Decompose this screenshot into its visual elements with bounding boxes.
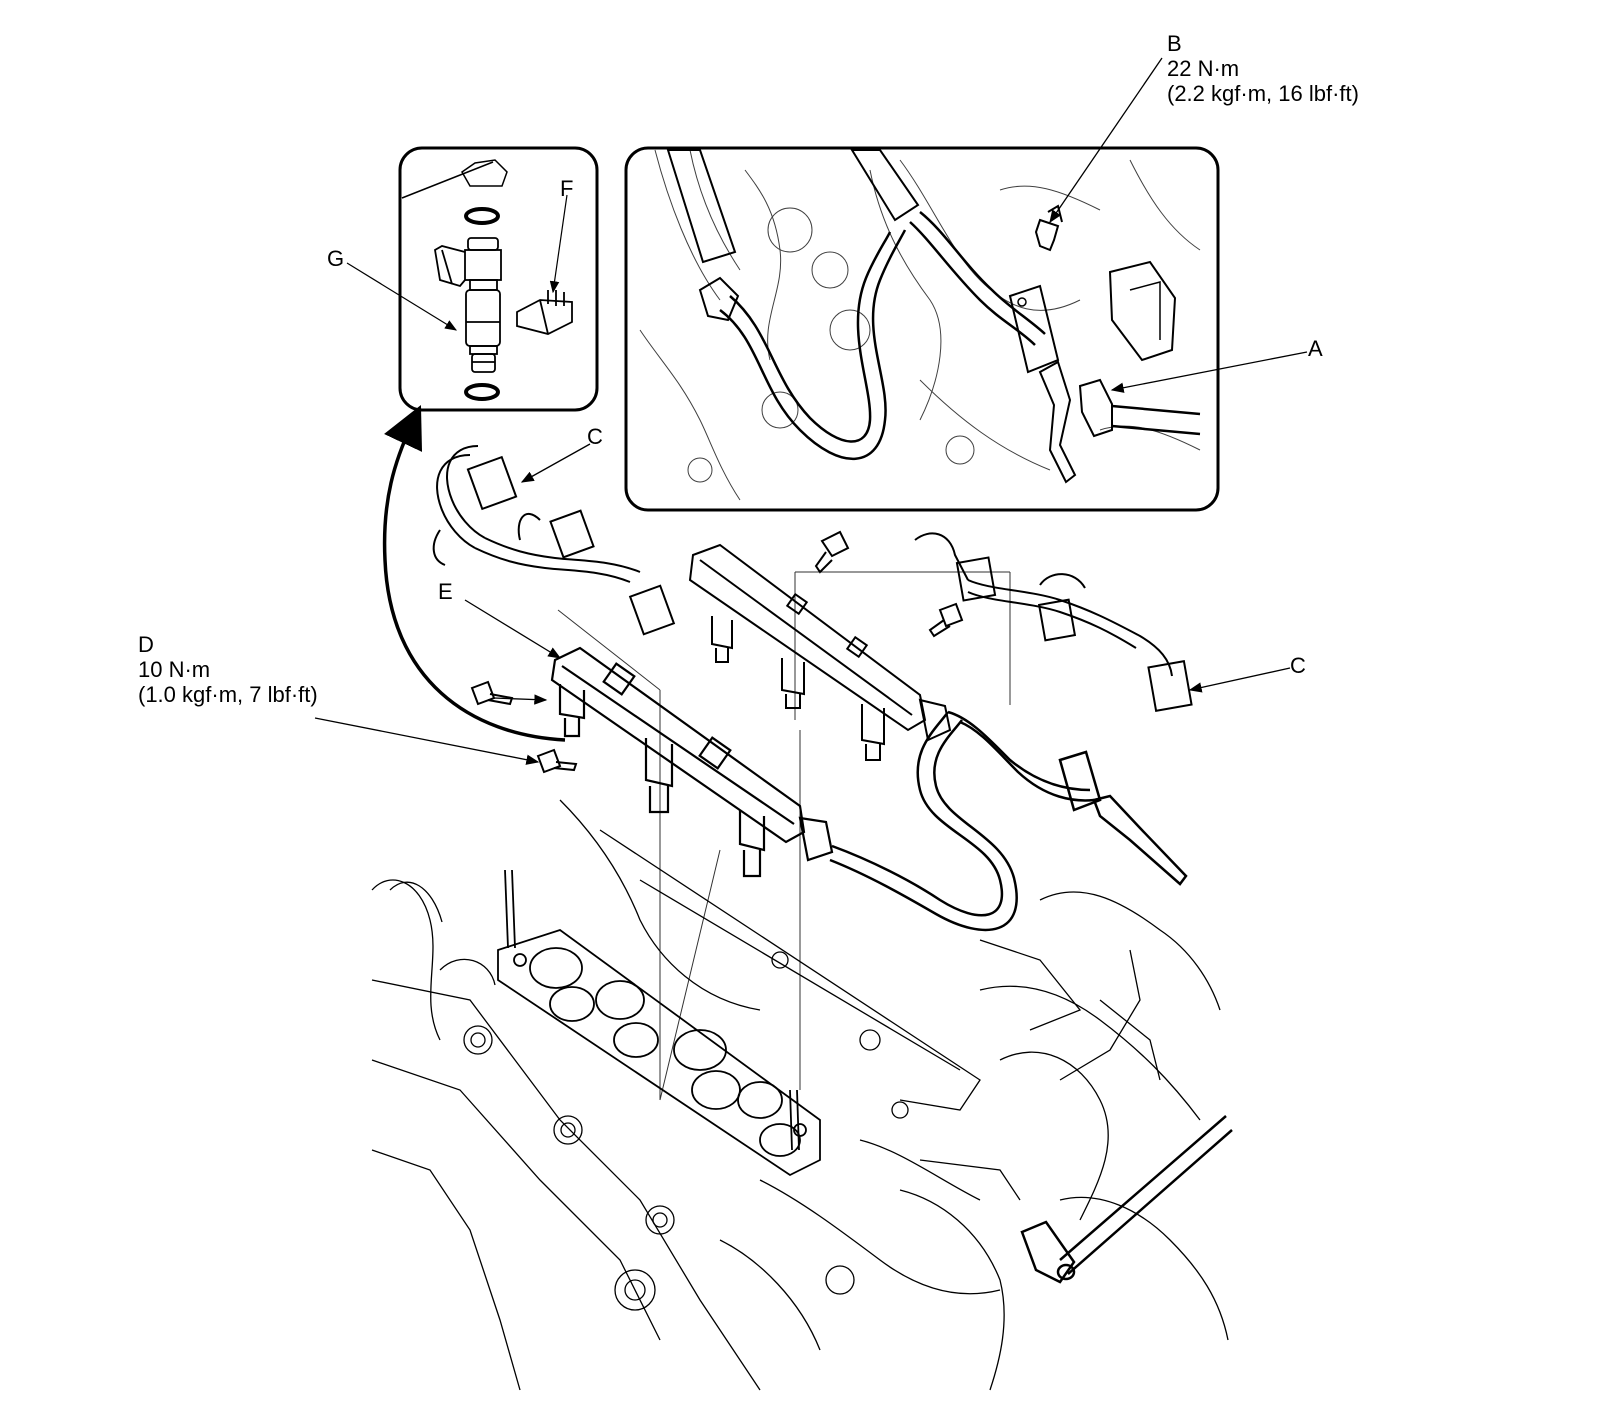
- rail-bolts-upper: [814, 530, 964, 638]
- injector-clip: [516, 290, 573, 335]
- intake-manifold: [497, 869, 821, 1177]
- fuel-line-detail-inset: [624, 146, 1220, 512]
- fuel-feed-hose: [829, 710, 1188, 932]
- engine-block: [371, 799, 1229, 1391]
- main-exploded-view: [314, 57, 1308, 1391]
- callout-leaders: [314, 57, 1308, 765]
- rear-fuel-rail: [688, 543, 952, 761]
- front-fuel-rail: [550, 646, 834, 878]
- bolt-b: [1034, 204, 1063, 252]
- left-injector-harness: [432, 445, 676, 636]
- injector-detail-inset: [346, 146, 599, 412]
- upper-o-ring: [464, 207, 500, 225]
- fuel-injector: [434, 237, 502, 373]
- lower-o-ring: [464, 383, 500, 401]
- detail-arrow: [382, 405, 566, 742]
- right-injector-harness: [914, 532, 1193, 712]
- lower-fuel-pipe: [1020, 1115, 1233, 1284]
